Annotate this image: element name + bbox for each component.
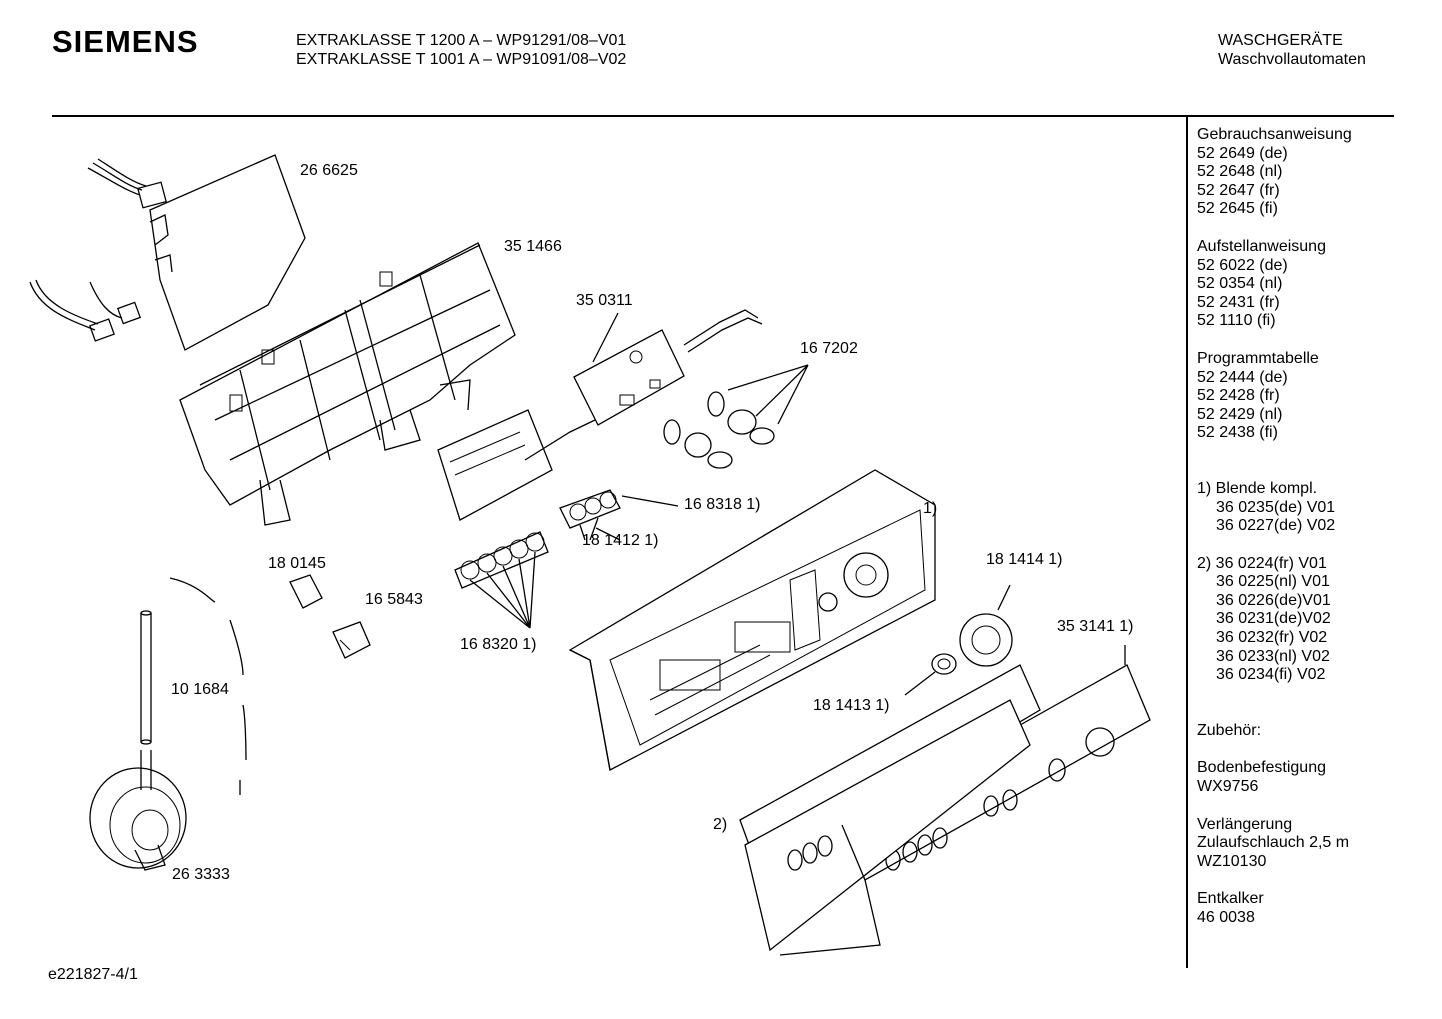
note1-block: 1) Blende kompl. 36 0235(de) V01 36 0227… (1197, 480, 1352, 536)
note1-item: 36 0227(de) V02 (1216, 517, 1336, 535)
ext-title: Verlängerung (1197, 815, 1293, 833)
note2-item: 36 0234(fi) V02 (1216, 666, 1326, 684)
header-divider (52, 115, 1394, 117)
part-label-353141: 35 3141 1) (1057, 618, 1134, 635)
model-line-1: EXTRAKLASSE T 1200 A – WP91291/08–V01 (296, 32, 627, 49)
part-label-180145: 18 0145 (268, 555, 326, 572)
switch-165843 (332, 621, 371, 659)
note2-block: 2) 36 0224(fr) V01 36 0225(nl) V01 36 02… (1197, 555, 1352, 685)
wire-harness-top (29, 158, 167, 342)
part-label-181414: 18 1414 1) (986, 551, 1063, 568)
part-label-168320: 16 8320 1) (460, 636, 537, 653)
button-strip-168318 (559, 489, 679, 541)
siemens-logo: SIEMENS (52, 24, 199, 59)
part-label-266625: 26 6625 (300, 162, 358, 179)
extension-block: Verlängerung Zulaufschlauch 2,5 m WZ1013… (1197, 816, 1352, 872)
floor-code: WX9756 (1197, 778, 1259, 796)
part-label-167202: 16 7202 (800, 340, 858, 357)
install-item: 52 0354 (nl) (1197, 275, 1283, 293)
program-item: 52 2428 (fr) (1197, 387, 1280, 405)
ext-code: WZ10130 (1197, 852, 1267, 870)
part-label-181413: 18 1413 1) (813, 697, 890, 714)
front-fascia-panel (568, 469, 936, 771)
knob-181414 (959, 584, 1013, 667)
program-item: 52 2438 (fi) (1197, 424, 1278, 442)
button-strip-168320 (454, 531, 549, 629)
drawing-id: e221827-4/1 (48, 966, 138, 983)
floor-title: Bodenbefestigung (1197, 759, 1326, 777)
part-label-351466: 35 1466 (504, 238, 562, 255)
install-title: Aufstellanweisung (1197, 237, 1326, 255)
manual-item: 52 2645 (fi) (1197, 200, 1278, 218)
floor-block: Bodenbefestigung WX9756 (1197, 759, 1352, 796)
leader-lines (592, 312, 621, 541)
knob-assembly-167202 (663, 364, 809, 469)
part-label-181412: 18 1412 1) (582, 532, 659, 549)
cover-plate-ref2 (744, 699, 1031, 956)
program-item: 52 2444 (de) (1197, 368, 1288, 386)
ref-label-2: 2) (713, 816, 728, 833)
accessories-block: Zubehör: (1197, 722, 1352, 741)
sidebar-divider (1186, 117, 1188, 968)
install-item: 52 2431 (fr) (1197, 293, 1280, 311)
accessories-title: Zubehör: (1197, 721, 1262, 739)
sidebar-references: Gebrauchsanweisung 52 2649 (de) 52 2648 … (1197, 126, 1352, 947)
manual-item: 52 2649 (de) (1197, 144, 1288, 162)
connector-180145 (289, 574, 323, 609)
note2-first: 2) 36 0224(fr) V01 (1197, 554, 1327, 572)
install-item: 52 1110 (fi) (1197, 312, 1276, 330)
descaler-block: Entkalker 46 0038 (1197, 890, 1352, 927)
part-label-101684: 10 1684 (171, 681, 229, 698)
model-line-2: EXTRAKLASSE T 1001 A – WP91091/08–V02 (296, 51, 627, 68)
panel-frame-351466 (179, 242, 516, 526)
display-board (437, 409, 596, 521)
program-block: Programmtabelle 52 2444 (de) 52 2428 (fr… (1197, 350, 1352, 443)
manual-block: Gebrauchsanweisung 52 2649 (de) 52 2648 … (1197, 126, 1352, 219)
note2-item: 36 0233(nl) V02 (1216, 647, 1330, 665)
note1-item: 36 0235(de) V01 (1216, 498, 1336, 516)
control-module-266625 (149, 154, 306, 351)
note2-item: 36 0226(de)V01 (1216, 591, 1331, 609)
ref-label-1: 1) (923, 500, 938, 517)
note1-title: 1) Blende kompl. (1197, 479, 1318, 497)
exploded-parts-drawing (29, 154, 1151, 956)
part-label-350311: 35 0311 (576, 292, 633, 309)
circuit-board-350311 (573, 309, 763, 426)
note2-item: 36 0225(nl) V01 (1216, 573, 1330, 591)
part-label-168318: 16 8318 1) (684, 496, 761, 513)
manual-title: Gebrauchsanweisung (1197, 126, 1352, 143)
category-line-2: Waschvollautomaten (1218, 51, 1366, 68)
note2-item: 36 0232(fr) V02 (1216, 629, 1328, 647)
part-label-263333: 26 3333 (172, 866, 230, 883)
manual-item: 52 2647 (fr) (1197, 181, 1280, 199)
descaler-title: Entkalker (1197, 890, 1264, 908)
pressure-switch-263333 (89, 750, 187, 871)
ext-desc: Zulaufschlauch 2,5 m (1197, 834, 1350, 852)
descaler-code: 46 0038 (1197, 909, 1255, 926)
part-label-165843: 16 5843 (365, 591, 423, 608)
note2-item: 36 0231(de)V02 (1216, 610, 1331, 628)
install-item: 52 6022 (de) (1197, 256, 1288, 274)
install-block: Aufstellanweisung 52 6022 (de) 52 0354 (… (1197, 238, 1352, 331)
knob-181413 (904, 653, 957, 696)
program-title: Programmtabelle (1197, 349, 1319, 367)
hose-101684 (140, 577, 247, 795)
manual-item: 52 2648 (nl) (1197, 163, 1283, 181)
program-item: 52 2429 (nl) (1197, 405, 1283, 423)
category-line-1: WASCHGERÄTE (1218, 32, 1343, 49)
